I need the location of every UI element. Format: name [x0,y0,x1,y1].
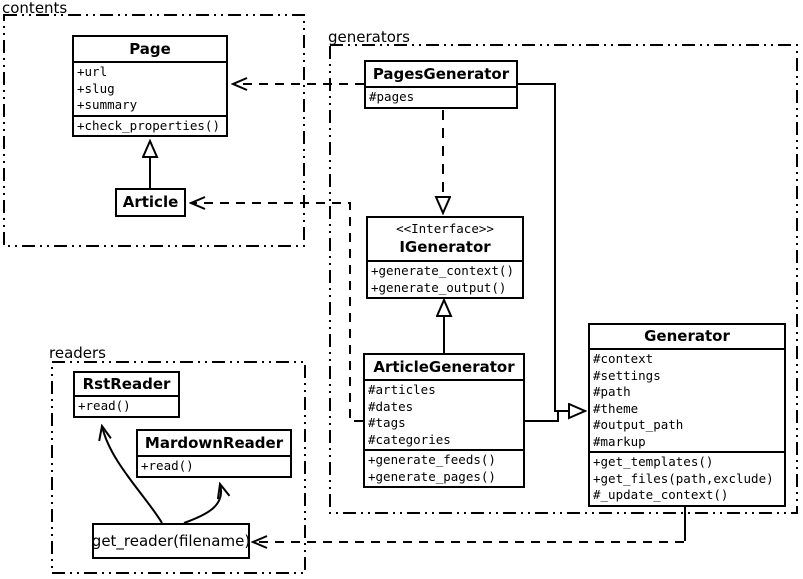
class-igenerator-methods: +generate_context() +generate_output() [368,260,522,297]
class-generator-attributes: #context #settings #path #theme #output_… [590,348,784,451]
arrow-getreader-markdownreader [183,484,221,524]
class-igenerator-header: <<Interface>> IGenerator [368,218,522,260]
method: +generate_feeds() [368,452,496,467]
attribute: #dates [368,398,414,414]
attribute: #context [593,351,654,366]
attribute: #path [593,384,631,399]
class-page: Page +url +slug +summary +check_properti… [72,35,228,137]
class-generator: Generator #context #settings #path #them… [588,323,786,507]
generalization-articlegenerator-generator [525,411,559,422]
attribute: +url [77,64,108,79]
package-label-readers: readers [49,344,106,362]
package-generators-border [329,44,798,514]
class-igenerator-name: IGenerator [399,238,491,256]
method: +read() [141,458,194,473]
method: +get_files(path,exclude) [593,470,774,486]
arrow-getreader-rstreader [102,426,163,524]
attribute: #categories [368,431,451,447]
class-markdownreader: MardownReader +read() [136,429,292,478]
method: #_update_context() [593,487,729,502]
package-label-contents: contents [2,0,68,17]
class-pagesgenerator: PagesGenerator #pages [364,60,518,109]
class-article: Article [115,188,186,217]
attribute: #theme [593,400,639,416]
class-markdownreader-methods: +read() [138,455,290,476]
method: +read() [78,398,131,413]
interface-stereotype: <<Interface>> [396,221,494,236]
class-article-name: Article [122,193,179,211]
class-articlegenerator-attributes: #articles #dates #tags #categories [365,379,523,449]
class-page-methods: +check_properties() [74,114,226,136]
class-articlegenerator-methods: +generate_feeds() +generate_pages() [365,449,523,486]
class-articlegenerator: ArticleGenerator #articles #dates #tags … [363,353,525,488]
attribute: +slug [77,80,115,96]
class-articlegenerator-name: ArticleGenerator [373,358,515,376]
class-igenerator: <<Interface>> IGenerator +generate_conte… [366,216,524,299]
attribute: #tags [368,415,406,430]
package-readers-border [51,361,306,574]
class-rstreader-methods: +read() [75,395,178,416]
package-label-generators: generators [328,28,410,46]
dependency-articlegenerator-article [191,203,363,422]
method: +generate_pages() [368,468,496,484]
class-rstreader-name: RstReader [82,375,171,393]
attribute: #settings [593,367,661,383]
attribute: #markup [593,433,646,449]
generalization-pagesgenerator-generator [518,83,585,411]
class-page-name: Page [129,40,171,58]
attribute: #output_path [593,417,684,432]
get-reader-label: get_reader(filename) [91,532,251,550]
method: +generate_output() [371,279,507,295]
attribute: +summary [77,97,138,112]
class-pagesgenerator-attributes: #pages [366,86,516,107]
method: +generate_context() [371,263,514,278]
package-contents-border [3,14,305,247]
attribute: #pages [369,89,415,104]
class-generator-methods: +get_templates() +get_files(path,exclude… [590,451,784,505]
node-get-reader: get_reader(filename) [92,523,250,559]
class-generator-name: Generator [644,327,730,345]
class-markdownreader-name: MardownReader [144,434,284,452]
method: +get_templates() [593,454,714,469]
class-pagesgenerator-name: PagesGenerator [372,65,510,83]
class-rstreader: RstReader +read() [73,371,180,418]
class-page-attributes: +url +slug +summary [74,61,226,115]
attribute: #articles [368,382,436,397]
method: +check_properties() [77,117,220,133]
